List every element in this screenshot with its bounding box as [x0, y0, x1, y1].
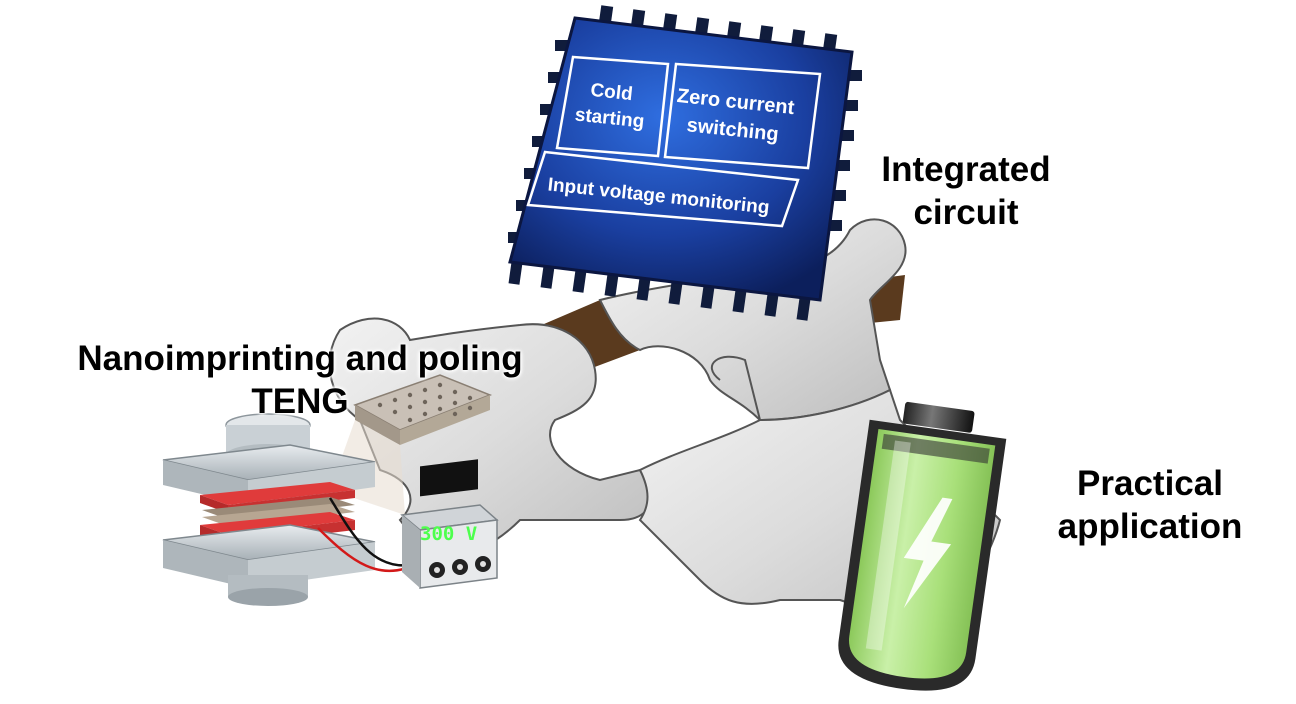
- press-device-icon: [162, 413, 376, 606]
- lightning-bolt-icon: [903, 497, 953, 609]
- chip-block-cold-line1: Cold: [589, 80, 633, 105]
- integrated-circuit-label: Integrated circuit: [881, 150, 1051, 232]
- voltmeter-icon: 300 V: [400, 459, 499, 589]
- battery-icon: [838, 401, 1007, 691]
- practical-application-label: Practical application: [1057, 464, 1243, 546]
- ic-chip-icon: Cold starting Zero current switching Inp…: [508, 5, 862, 321]
- teng-label: Nanoimprinting and poling TENG: [77, 339, 523, 421]
- voltmeter-reading: 300 V: [420, 523, 477, 545]
